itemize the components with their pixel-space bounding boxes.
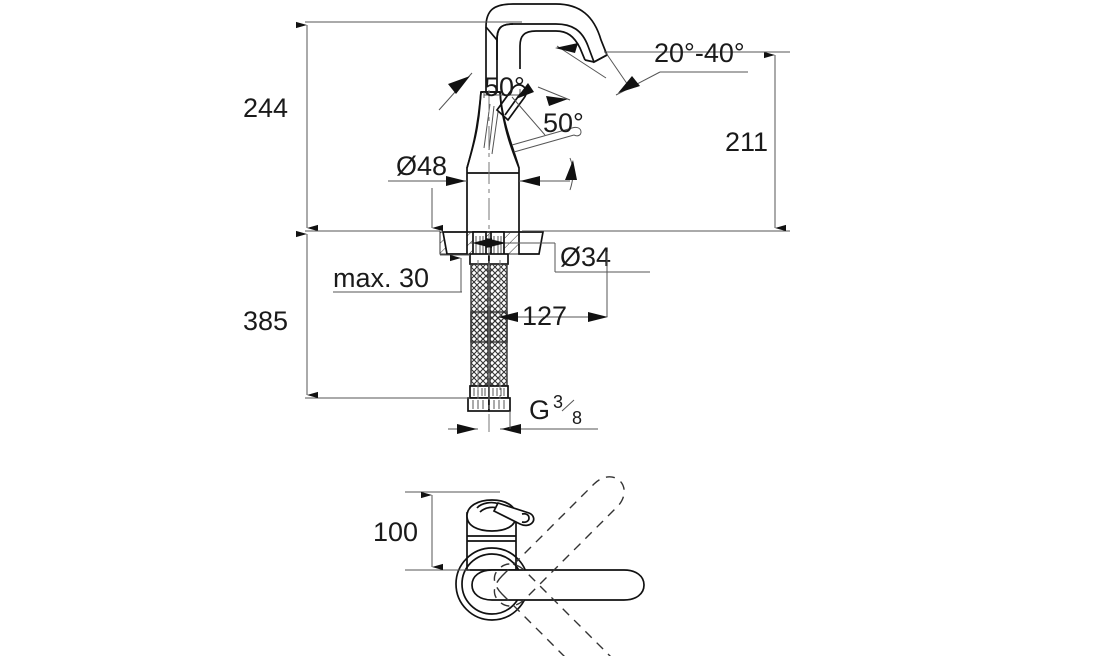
dimension-211-label: 211 xyxy=(725,127,768,157)
dimension-244 xyxy=(296,21,522,232)
g38-letter: G xyxy=(529,395,550,425)
dimension-385-label: 385 xyxy=(243,306,288,336)
dimension-dia34-label: Ø34 xyxy=(560,242,611,272)
angle-50-right xyxy=(511,83,577,191)
dimension-g38 xyxy=(448,411,598,434)
spout-outline xyxy=(485,3,609,92)
spout-swivel-arrow xyxy=(537,86,571,106)
flexible-hose-lower xyxy=(467,311,511,412)
dimension-dia48-label: Ø48 xyxy=(396,151,447,181)
handle-lever-alt-position xyxy=(511,126,582,153)
dimension-dia48 xyxy=(388,176,570,186)
plan-lever-center xyxy=(471,569,645,601)
dimension-g38-label: G 3 8 xyxy=(529,392,582,428)
plan-lever-rotated-down xyxy=(493,563,611,656)
angle-20-40-label: 20°-40° xyxy=(654,38,745,68)
faucet-plan-view xyxy=(405,476,645,656)
dimension-dia34 xyxy=(440,238,650,273)
valve-body-outline xyxy=(466,91,520,233)
angle-20-40-swivel xyxy=(555,43,775,96)
faucet-front-elevation xyxy=(439,3,609,432)
plan-body xyxy=(466,499,535,571)
dimension-max30 xyxy=(333,254,462,293)
dimension-100-label: 100 xyxy=(373,517,418,547)
dimension-244-label: 244 xyxy=(243,93,288,123)
g38-denominator: 8 xyxy=(572,408,582,428)
dimension-max30-label: max. 30 xyxy=(333,263,429,293)
angle-50-right-label: 50° xyxy=(543,108,584,138)
dimension-385 xyxy=(296,230,470,399)
plan-lever-rotated-up xyxy=(493,476,625,607)
dimension-127-label: 127 xyxy=(522,301,567,331)
g38-numerator: 3 xyxy=(553,392,563,412)
dimension-127 xyxy=(498,252,608,322)
mounting-deck-section xyxy=(439,231,545,265)
